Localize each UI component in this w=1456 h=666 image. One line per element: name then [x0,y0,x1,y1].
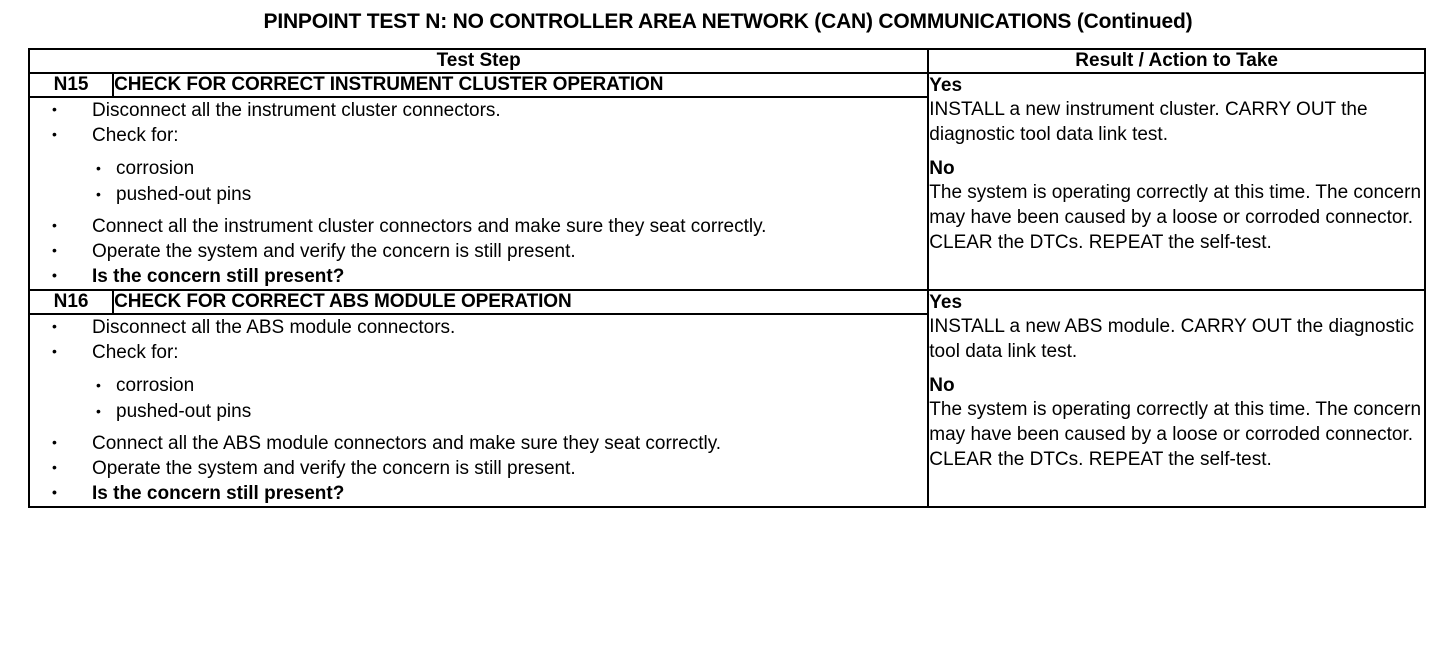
step-title-n15: CHECK FOR CORRECT INSTRUMENT CLUSTER OPE… [112,72,930,98]
list-item: Disconnect all the instrument cluster co… [30,97,927,123]
pinpoint-test-table: Test Step Result / Action to Take N15 CH… [27,48,1426,508]
step-id-n15: N15 [27,72,115,98]
result-cell-n15: Yes INSTALL a new instrument cluster. CA… [927,72,1426,291]
step-body-n15: Disconnect all the instrument cluster co… [27,96,930,291]
list-item: Operate the system and verify the concer… [30,238,927,264]
list-item: pushed-out pins [92,181,927,208]
result-no-label-n15: No [929,158,955,179]
step-list-n15: Disconnect all the instrument cluster co… [30,97,927,289]
list-item-question: Is the concern still present? [30,480,927,506]
list-item-question: Is the concern still present? [30,263,927,289]
list-item-label: Check for: [92,342,179,363]
list-item: Connect all the ABS module connectors an… [30,430,927,456]
list-item: Check for: corrosion pushed-out pins [30,122,927,208]
column-header-result-action: Result / Action to Take [927,48,1426,74]
list-item-label: Check for: [92,125,179,146]
column-header-test-step: Test Step [27,48,930,74]
list-item: pushed-out pins [92,398,927,425]
result-yes-label-n15: Yes [929,75,963,96]
list-item: Operate the system and verify the concer… [30,455,927,481]
step-sublist-n15: corrosion pushed-out pins [92,155,927,208]
step-title-n16: CHECK FOR CORRECT ABS MODULE OPERATION [112,289,930,315]
page-title: PINPOINT TEST N: NO CONTROLLER AREA NETW… [263,10,1193,33]
step-list-n16: Disconnect all the ABS module connectors… [30,314,927,506]
step-sublist-n16: corrosion pushed-out pins [92,372,927,425]
list-item: Connect all the instrument cluster conne… [30,213,927,239]
result-yes-text-n16: INSTALL a new ABS module. CARRY OUT the … [929,316,1415,362]
table-header-row: Test Step Result / Action to Take [27,48,1426,74]
step-id-n16: N16 [27,289,115,315]
table-row: N15 CHECK FOR CORRECT INSTRUMENT CLUSTER… [27,72,1426,291]
table-row: Disconnect all the instrument cluster co… [27,96,1425,291]
list-item: Disconnect all the ABS module connectors… [30,314,927,340]
result-cell-n16: Yes INSTALL a new ABS module. CARRY OUT … [927,289,1426,508]
list-item: corrosion [92,372,927,399]
list-item: corrosion [92,155,927,182]
result-no-text-n16: The system is operating correctly at thi… [929,399,1422,470]
list-item: Check for: corrosion pushed-out pins [30,339,927,425]
step-body-n16: Disconnect all the ABS module connectors… [27,313,930,508]
result-no-text-n15: The system is operating correctly at thi… [929,182,1422,253]
table-row: Disconnect all the ABS module connectors… [27,313,1425,508]
result-yes-label-n16: Yes [929,292,963,313]
table-row: N16 CHECK FOR CORRECT ABS MODULE OPERATI… [27,289,1426,508]
result-no-label-n16: No [929,375,955,396]
result-yes-text-n15: INSTALL a new instrument cluster. CARRY … [929,99,1368,145]
